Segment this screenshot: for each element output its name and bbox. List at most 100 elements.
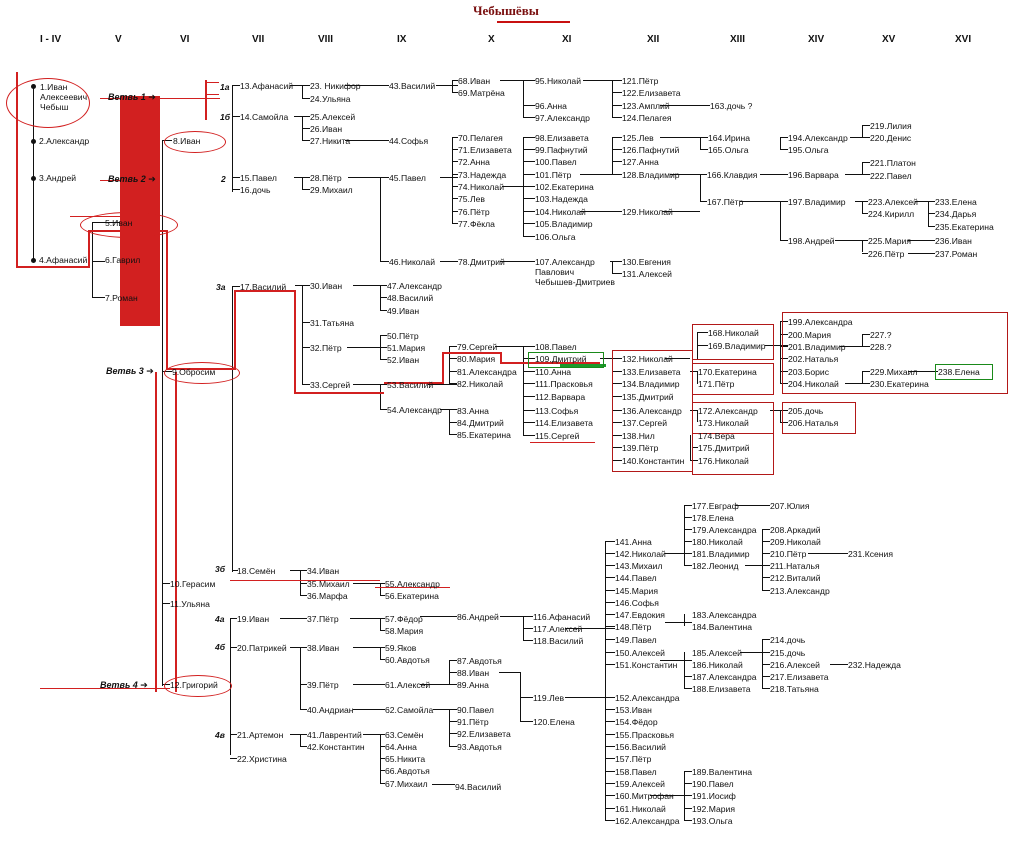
person-36: 36.Марфа bbox=[307, 591, 348, 601]
person-41: 41.Лаврентий bbox=[307, 730, 362, 740]
highlight-line bbox=[16, 72, 18, 268]
person-65: 65.Никита bbox=[385, 754, 426, 764]
connector bbox=[684, 688, 692, 689]
person-160: 160.Митрофан bbox=[615, 791, 674, 801]
person-66: 66.Авдотья bbox=[385, 766, 430, 776]
connector bbox=[762, 529, 770, 530]
connector bbox=[580, 174, 622, 175]
person-104: 104.Николай bbox=[535, 207, 586, 217]
person-125: 125.Лев bbox=[622, 133, 654, 143]
connector bbox=[862, 371, 863, 383]
person-121: 121.Пётр bbox=[622, 76, 659, 86]
person-3: 3.Андрей bbox=[39, 173, 77, 183]
person-141: 141.Анна bbox=[615, 537, 652, 547]
person-204: 204.Николай bbox=[788, 379, 839, 389]
person-230: 230.Екатерина bbox=[870, 379, 929, 389]
connector bbox=[380, 297, 387, 298]
connector bbox=[232, 189, 240, 190]
person-212: 212.Виталий bbox=[770, 573, 821, 583]
connector bbox=[353, 583, 385, 584]
person-18: 18.Семён bbox=[237, 566, 276, 576]
connector bbox=[612, 137, 613, 174]
connector bbox=[436, 85, 458, 86]
person-151: 151.Константин bbox=[615, 660, 678, 670]
sub-branch-4б: 4б bbox=[215, 642, 225, 652]
connector bbox=[605, 758, 615, 759]
connector bbox=[347, 347, 387, 348]
connector bbox=[684, 541, 692, 542]
connector bbox=[684, 820, 692, 821]
person-40: 40.Андриан bbox=[307, 705, 354, 715]
connector bbox=[520, 721, 533, 722]
connector bbox=[612, 80, 613, 117]
connector bbox=[612, 117, 622, 118]
highlight-line bbox=[294, 392, 384, 394]
connector bbox=[449, 346, 457, 347]
highlight-line bbox=[100, 98, 220, 99]
person-218: 218.Татьяна bbox=[770, 684, 819, 694]
person-57: 57.Фёдор bbox=[385, 614, 423, 624]
connector bbox=[762, 541, 770, 542]
person-185: 185.Алексей bbox=[692, 648, 742, 658]
person-25: 25.Алексей bbox=[310, 112, 356, 122]
connector bbox=[452, 161, 458, 162]
person-112: 112.Варвара bbox=[535, 392, 586, 402]
person-223: 223.Алексей bbox=[868, 197, 918, 207]
connector bbox=[500, 80, 535, 81]
connector bbox=[523, 223, 535, 224]
connector bbox=[350, 618, 385, 619]
connector bbox=[762, 639, 770, 640]
person-109: 109.Дмитрий bbox=[535, 354, 587, 364]
person-221: 221.Платон bbox=[870, 158, 916, 168]
connector bbox=[665, 358, 690, 359]
person-83: 83.Анна bbox=[457, 406, 489, 416]
connector bbox=[765, 345, 788, 346]
person-6: 6.Гаврил bbox=[105, 255, 141, 265]
connector bbox=[502, 186, 535, 187]
connector bbox=[230, 647, 237, 648]
person-158: 158.Павел bbox=[615, 767, 657, 777]
person-144: 144.Павел bbox=[615, 573, 657, 583]
connector bbox=[780, 422, 788, 423]
connector bbox=[612, 371, 622, 372]
connector bbox=[449, 346, 450, 383]
highlight-line bbox=[442, 352, 444, 384]
sub-branch-1б: 1б bbox=[220, 112, 230, 122]
person-166: 166.Клавдия bbox=[707, 170, 758, 180]
connector bbox=[452, 174, 458, 175]
connector bbox=[232, 286, 233, 572]
person-216: 216.Алексей bbox=[770, 660, 820, 670]
person-111: 111.Прасковья bbox=[535, 379, 593, 389]
connector bbox=[862, 334, 870, 335]
connector bbox=[762, 565, 770, 566]
connector bbox=[432, 784, 455, 785]
person-152: 152.Александра bbox=[615, 693, 680, 703]
connector bbox=[449, 409, 450, 434]
person-2: 2.Александр bbox=[39, 136, 90, 146]
connector bbox=[762, 529, 763, 590]
person-60: 60.Авдотья bbox=[385, 655, 430, 665]
connector bbox=[665, 622, 692, 623]
highlight-line bbox=[384, 382, 444, 384]
person-58: 58.Мария bbox=[385, 626, 424, 636]
person-12: 12.Григорий bbox=[170, 680, 218, 690]
person-16: 16.дочь bbox=[240, 185, 271, 195]
person-70: 70.Пелагея bbox=[458, 133, 503, 143]
person-134: 134.Владимир bbox=[622, 379, 680, 389]
connector bbox=[380, 409, 387, 410]
connector bbox=[440, 261, 458, 262]
connector bbox=[523, 422, 535, 423]
connector bbox=[380, 335, 381, 359]
connector bbox=[523, 640, 533, 641]
connector bbox=[523, 628, 533, 629]
connector bbox=[348, 177, 389, 178]
person-138: 138.Нил bbox=[622, 431, 655, 441]
connector bbox=[449, 358, 457, 359]
person-92: 92.Елизавета bbox=[457, 729, 511, 739]
person-225: 225.Мария bbox=[868, 236, 911, 246]
connector bbox=[523, 383, 535, 384]
connector bbox=[300, 746, 307, 747]
highlight-box-168 bbox=[692, 324, 774, 360]
person-131: 131.Алексей bbox=[622, 269, 672, 279]
